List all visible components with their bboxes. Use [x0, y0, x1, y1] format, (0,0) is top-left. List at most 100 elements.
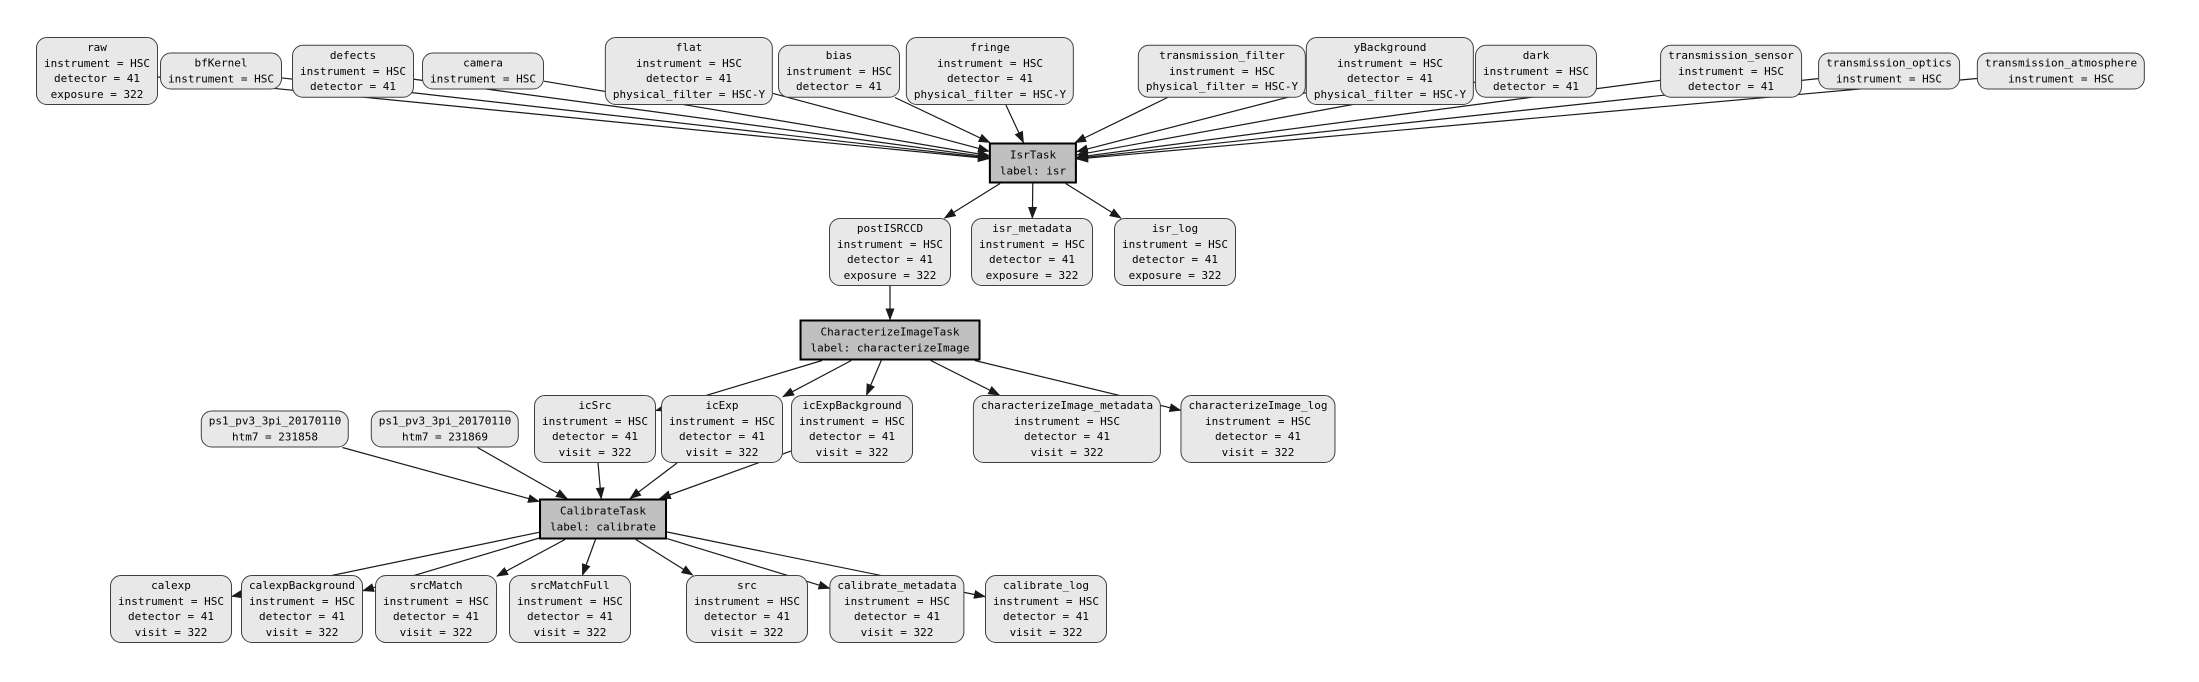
node-title: ps1_pv3_3pi_20170110 — [208, 414, 342, 428]
node-attr: instrument = HSC — [1836, 72, 1942, 85]
task-node-calibrate: CalibrateTask label: calibrate — [539, 498, 667, 540]
node-title: calibrate_log — [1002, 579, 1090, 592]
dataset-node-isr-log: isr_log instrument = HSC detector = 41 e… — [1114, 218, 1236, 286]
edge-calibrate-to-srcMatch — [496, 538, 566, 577]
node-title: srcMatchFull — [530, 579, 610, 592]
edge-flat-to-isr — [772, 92, 990, 153]
node-attr: detector = 41 — [703, 610, 791, 623]
dataset-node-bfkernel: bfKernel instrument = HSC — [160, 52, 282, 90]
dataset-node-src: src instrument = HSC detector = 41 visit… — [686, 575, 808, 643]
node-attr: instrument = HSC — [786, 64, 892, 78]
node-attr: instrument = HSC — [542, 414, 648, 428]
node-attr: detector = 41 — [1346, 72, 1434, 85]
node-attr: visit = 322 — [860, 625, 934, 639]
dataset-node-icexpbackground: icExpBackground instrument = HSC detecto… — [791, 395, 913, 463]
node-attr: detector = 41 — [551, 430, 639, 443]
dataset-node-ps1-refcat-231858: ps1_pv3_3pi_20170110 htm7 = 231858 — [200, 410, 350, 448]
node-attr: exposure = 322 — [50, 87, 144, 101]
dataset-node-flat: flat instrument = HSC detector = 41 phys… — [604, 37, 774, 105]
node-attr: physical_filter = HSC-Y — [1145, 79, 1299, 93]
node-title: raw — [87, 41, 107, 54]
node-attr: detector = 41 — [309, 79, 397, 93]
node-attr: detector = 41 — [795, 79, 883, 93]
node-attr: instrument = HSC — [844, 594, 950, 608]
node-attr: instrument = HSC — [1205, 414, 1311, 428]
node-attr: instrument = HSC — [1483, 64, 1589, 78]
dataset-node-calexpbackground: calexpBackground instrument = HSC detect… — [241, 575, 363, 643]
node-title: dark — [1522, 48, 1550, 62]
edge-ps1_htm7_231858-to-calibrate — [342, 446, 540, 503]
node-attr: visit = 322 — [1009, 625, 1083, 639]
node-attr: visit = 322 — [265, 625, 339, 639]
node-attr: instrument = HSC — [430, 72, 536, 85]
dataset-node-dark: dark instrument = HSC detector = 41 — [1475, 44, 1597, 98]
edge-icSrc-to-calibrate — [595, 462, 605, 500]
node-attr: label: calibrate — [550, 520, 656, 533]
edge-isr-to-postISRCCD — [943, 182, 1001, 219]
node-title: characterizeImage_metadata — [980, 399, 1154, 412]
dataset-node-transmission-optics: transmission_optics instrument = HSC — [1818, 52, 1960, 90]
node-attr: physical_filter = HSC-Y — [913, 87, 1067, 101]
node-attr: instrument = HSC — [517, 594, 623, 608]
node-attr: visit = 322 — [1221, 445, 1295, 459]
node-attr: detector = 41 — [526, 610, 614, 623]
dataset-node-camera: camera instrument = HSC — [422, 52, 544, 90]
dataset-node-characterize-image-log: characterizeImage_log instrument = HSC d… — [1180, 395, 1336, 463]
node-title: icSrc — [578, 399, 612, 412]
dataset-node-srcmatch: srcMatch instrument = HSC detector = 41 … — [375, 575, 497, 643]
node-title: IsrTask — [1009, 148, 1057, 162]
node-title: fringe — [970, 41, 1010, 54]
node-title: calibrate_metadata — [837, 579, 957, 592]
node-attr: instrument = HSC — [1678, 64, 1784, 78]
node-attr: detector = 41 — [1687, 79, 1775, 93]
node-title: characterizeImage_log — [1188, 399, 1328, 412]
node-attr: instrument = HSC — [1122, 237, 1228, 251]
node-attr: exposure = 322 — [843, 268, 937, 282]
dataset-node-icsrc: icSrc instrument = HSC detector = 41 vis… — [534, 395, 656, 463]
node-attr: instrument = HSC — [168, 72, 274, 85]
node-attr: htm7 = 231858 — [231, 430, 319, 443]
node-attr: instrument = HSC — [1169, 64, 1275, 78]
edge-isr-to-isr_log — [1065, 182, 1122, 219]
node-title: transmission_atmosphere — [1984, 56, 2138, 70]
dataset-node-fringe: fringe instrument = HSC detector = 41 ph… — [905, 37, 1075, 105]
node-attr: instrument = HSC — [837, 237, 943, 251]
node-attr: detector = 41 — [678, 430, 766, 443]
node-attr: visit = 322 — [134, 625, 208, 639]
node-attr: detector = 41 — [1214, 430, 1302, 443]
node-attr: visit = 322 — [533, 625, 607, 639]
dataset-node-calexp: calexp instrument = HSC detector = 41 vi… — [110, 575, 232, 643]
edge-ps1_htm7_231869-to-calibrate — [477, 446, 568, 500]
node-attr: visit = 322 — [399, 625, 473, 639]
dataset-node-srcmatchfull: srcMatchFull instrument = HSC detector =… — [509, 575, 631, 643]
node-title: calexp — [151, 579, 191, 592]
node-title: transmission_sensor — [1668, 48, 1794, 62]
node-title: transmission_filter — [1159, 48, 1285, 62]
dataset-node-calibrate-metadata: calibrate_metadata instrument = HSC dete… — [829, 575, 965, 643]
node-attr: detector = 41 — [988, 253, 1076, 266]
node-attr: detector = 41 — [1492, 79, 1580, 93]
edge-characterizeImage-to-icExpBackground — [865, 360, 882, 396]
dataset-node-bias: bias instrument = HSC detector = 41 — [778, 44, 900, 98]
dataset-node-characterize-image-metadata: characterizeImage_metadata instrument = … — [972, 395, 1162, 463]
node-attr: detector = 41 — [392, 610, 480, 623]
node-attr: detector = 41 — [946, 72, 1034, 85]
node-title: transmission_optics — [1826, 56, 1952, 70]
node-attr: detector = 41 — [808, 430, 896, 443]
node-attr: instrument = HSC — [979, 237, 1085, 251]
node-attr: detector = 41 — [1131, 253, 1219, 266]
node-attr: detector = 41 — [127, 610, 215, 623]
edge-defects-to-isr — [413, 78, 990, 161]
task-node-isr: IsrTask label: isr — [988, 142, 1078, 184]
edge-characterizeImage-to-characterizeImage_metadata — [930, 359, 1001, 396]
node-attr: instrument = HSC — [669, 414, 775, 428]
dataset-node-ybackground: yBackground instrument = HSC detector = … — [1305, 37, 1475, 105]
dataset-node-transmission-sensor: transmission_sensor instrument = HSC det… — [1660, 44, 1802, 98]
node-attr: instrument = HSC — [44, 56, 150, 70]
node-attr: instrument = HSC — [249, 594, 355, 608]
node-attr: htm7 = 231869 — [401, 430, 489, 443]
edge-characterizeImage-to-icExp — [782, 359, 852, 398]
node-attr: instrument = HSC — [1014, 414, 1120, 428]
node-title: icExpBackground — [802, 399, 902, 412]
